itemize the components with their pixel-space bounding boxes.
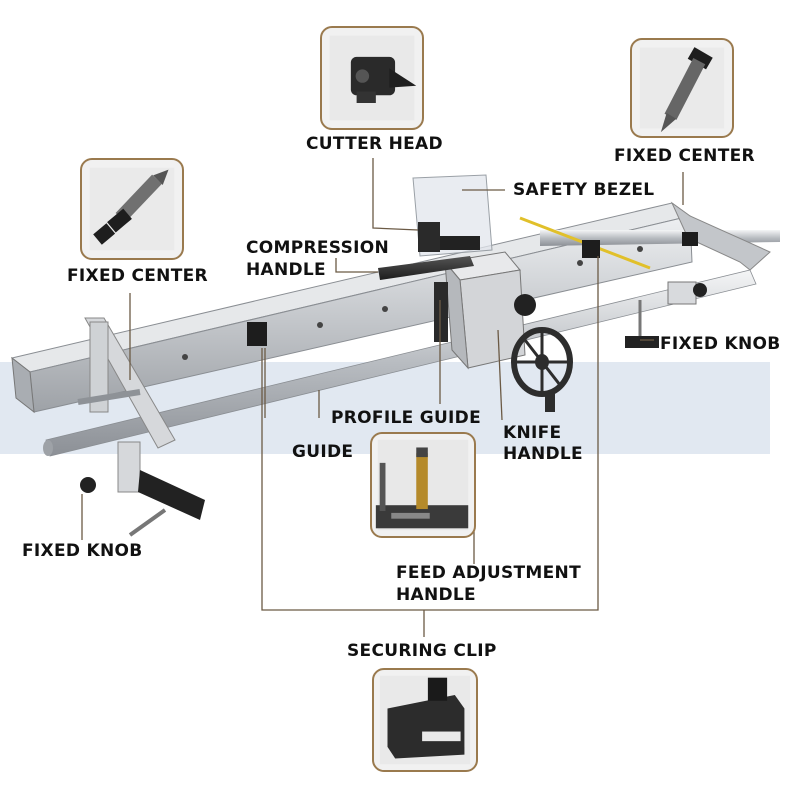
label-feed-adjustment-2: HANDLE [396, 585, 476, 605]
inset-securing-clip [372, 668, 478, 772]
label-fixed-center-right: FIXED CENTER [614, 146, 755, 166]
leader-lines [81, 158, 684, 637]
label-profile-guide: PROFILE GUIDE [331, 408, 482, 428]
cutter-head-block [418, 222, 440, 252]
label-compression-handle-2: HANDLE [246, 260, 326, 280]
cutter-head-icon [329, 35, 417, 121]
compression-handle-bar [378, 256, 474, 280]
securing-clip-left [247, 322, 267, 346]
label-fixed-knob-left: FIXED KNOB [22, 541, 143, 561]
feed-wheel [511, 327, 573, 412]
right-knob [693, 283, 707, 297]
label-fixed-knob-right: FIXED KNOB [660, 334, 781, 354]
inset-cutter-head [320, 26, 424, 130]
main-rail-end [11, 356, 35, 414]
left-lever [128, 508, 167, 537]
inset-profile-guide [370, 432, 476, 538]
profile-guide-icon [375, 439, 469, 531]
profile-guide-post [434, 282, 448, 342]
right-bracket [667, 281, 697, 305]
label-knife-handle-2: HANDLE [503, 444, 583, 464]
left-knob [80, 477, 96, 493]
fixed-center-icon [89, 167, 175, 251]
left-center-spindle [77, 389, 141, 405]
compression-handle-block [440, 236, 480, 250]
label-compression-handle-1: COMPRESSION [246, 238, 390, 258]
label-feed-adjustment-1: FEED ADJUSTMENT [396, 563, 581, 583]
inset-fixed-center-right [630, 38, 734, 138]
label-guide: GUIDE [292, 442, 354, 462]
guide-rod-end [43, 440, 53, 456]
label-fixed-center-left: FIXED CENTER [67, 266, 208, 286]
securing-clip-back [682, 232, 698, 246]
securing-clip-icon [379, 675, 471, 765]
right-base [625, 336, 659, 348]
left-base-clamp [138, 470, 205, 520]
fixed-center-icon [639, 47, 725, 133]
carriage-side [444, 260, 469, 370]
label-safety-bezel: SAFETY BEZEL [513, 180, 655, 200]
securing-clip-right [582, 240, 600, 258]
inset-fixed-center-left [80, 158, 184, 260]
label-cutter-head: CUTTER HEAD [306, 134, 443, 154]
label-knife-handle-1: KNIFE [503, 423, 562, 443]
knife-handle-knob [514, 294, 536, 316]
left-clamp [89, 321, 109, 413]
label-securing-clip: SECURING CLIP [347, 641, 497, 661]
left-stand [117, 441, 141, 493]
